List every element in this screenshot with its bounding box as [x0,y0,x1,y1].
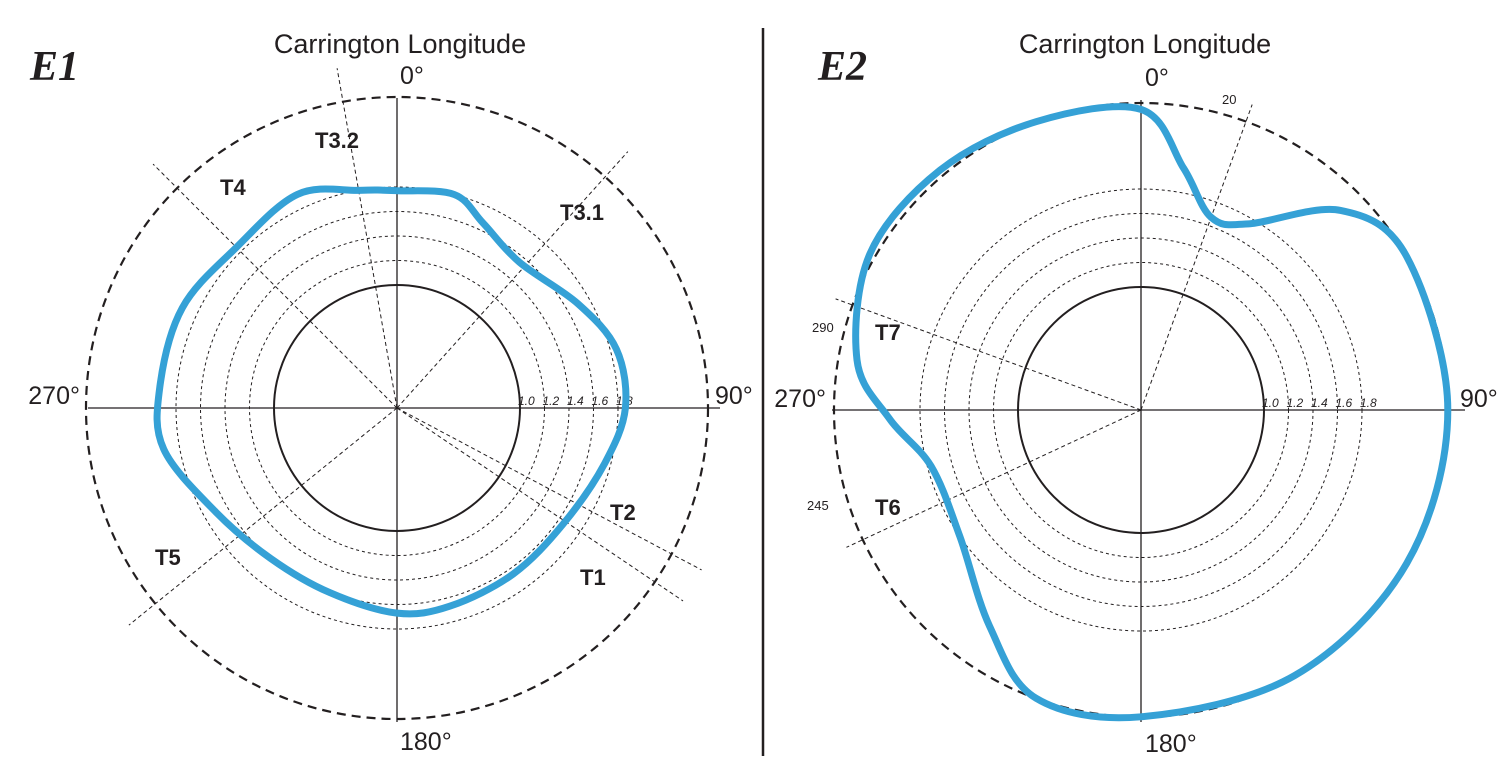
radial-grid-circle [249,260,545,556]
radial-grid-circle [993,262,1289,558]
track-line [846,409,1142,548]
boundary-curve [153,185,630,618]
track-line [396,407,684,602]
track-line [396,151,629,409]
track-line [128,407,398,626]
angle-label-left: 270° [774,385,826,413]
radial-tick-label: 1.0 [1262,396,1279,410]
track-line [396,407,702,571]
angle-label-right: 90° [715,382,753,410]
radial-tick-label: 1.2 [543,394,560,408]
track-angle-label: 290 [812,320,834,335]
radial-tick-label: 1.8 [1360,396,1377,410]
angle-label-top: 0° [400,62,424,90]
track-label: T4 [220,175,246,200]
track-label: T2 [610,500,636,525]
radial-grid-circle [919,188,1363,632]
radial-grid-circle [224,235,570,581]
track-label: T3.2 [315,128,359,153]
boundary-curve [852,103,1452,722]
angle-label-top: 0° [1145,64,1169,92]
track-line [835,298,1142,411]
track-angle-label: 245 [807,498,829,513]
track-line [1140,104,1253,411]
panel-title: Carrington Longitude [274,29,526,59]
radial-tick-label: 1.0 [518,394,535,408]
radial-tick-label: 1.4 [567,394,584,408]
angle-label-left: 270° [28,382,80,410]
track-label: T7 [875,320,901,345]
radial-tick-label: 1.6 [592,394,609,408]
track-line [336,68,398,409]
track-label: T5 [155,545,181,570]
track-label: T1 [580,565,606,590]
track-line [152,163,398,409]
angle-label-bottom: 180° [1145,730,1197,758]
track-label: T6 [875,495,901,520]
panel-label: E2 [817,44,867,90]
radial-grid-circle [968,237,1314,583]
radial-tick-label: 1.2 [1287,396,1304,410]
sun-circle [1017,286,1265,534]
radial-grid-circle [175,186,619,630]
radial-tick-label: 1.6 [1336,396,1353,410]
sun-circle [273,284,521,532]
track-label: T3.1 [560,200,604,225]
radial-grid-circle [200,211,594,605]
radial-tick-label: 1.4 [1311,396,1328,410]
track-angle-label: 20 [1222,92,1236,107]
panel-title: Carrington Longitude [1019,29,1271,59]
angle-label-bottom: 180° [400,728,452,756]
angle-label-right: 90° [1460,385,1498,413]
panel-label: E1 [29,44,79,90]
radial-grid-circle [944,213,1338,607]
